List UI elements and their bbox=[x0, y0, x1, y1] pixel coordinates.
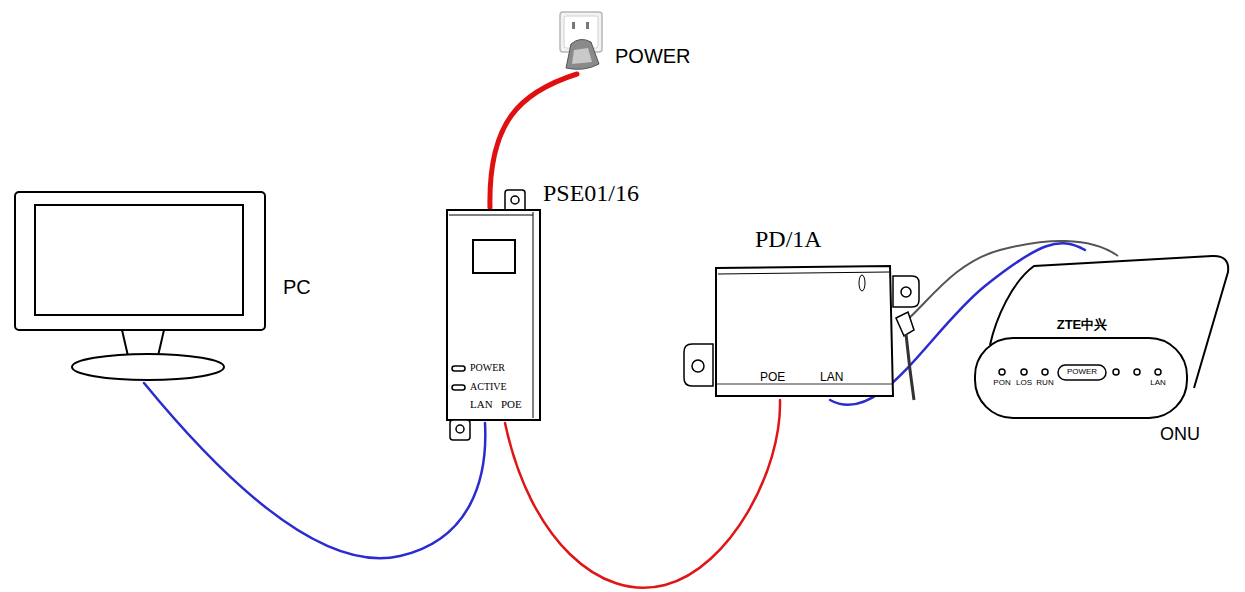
led-label: POWER bbox=[470, 362, 505, 374]
port-label: LAN bbox=[470, 398, 493, 411]
wall-socket-outline bbox=[558, 8, 608, 74]
button-label: POWER bbox=[1067, 367, 1097, 376]
device-label: ONU bbox=[1160, 424, 1200, 445]
pse-injector: PSE01/16POWERACTIVELANPOE bbox=[445, 208, 542, 423]
pd-splitter-outline bbox=[710, 262, 896, 400]
led-label: LAN bbox=[1150, 378, 1166, 387]
led-label: PON bbox=[993, 378, 1010, 387]
onu-terminal-outline bbox=[972, 250, 1232, 422]
port-label: POE bbox=[760, 371, 785, 385]
led-label: RUN bbox=[1036, 378, 1053, 387]
device-name: PD/1A bbox=[755, 226, 822, 254]
device-label: PC bbox=[283, 276, 311, 299]
pc-monitor: PC bbox=[12, 188, 268, 383]
cable bbox=[144, 383, 485, 558]
power-label: POWER bbox=[615, 45, 691, 68]
pd-splitter: PD/1APOELAN bbox=[710, 262, 896, 400]
onu-terminal: ZTE中兴PONLOSRUNPOWERLANONU bbox=[972, 250, 1232, 422]
cable bbox=[505, 400, 780, 588]
wall-socket: POWER bbox=[558, 8, 608, 74]
pc-monitor-outline bbox=[12, 188, 268, 383]
port-label: LAN bbox=[820, 371, 843, 385]
brand-logo: ZTE中兴 bbox=[1057, 318, 1108, 333]
led-label: LOS bbox=[1016, 378, 1032, 387]
device-name: PSE01/16 bbox=[543, 180, 639, 208]
led-label: ACTIVE bbox=[470, 381, 507, 393]
port-label: POE bbox=[501, 398, 522, 411]
